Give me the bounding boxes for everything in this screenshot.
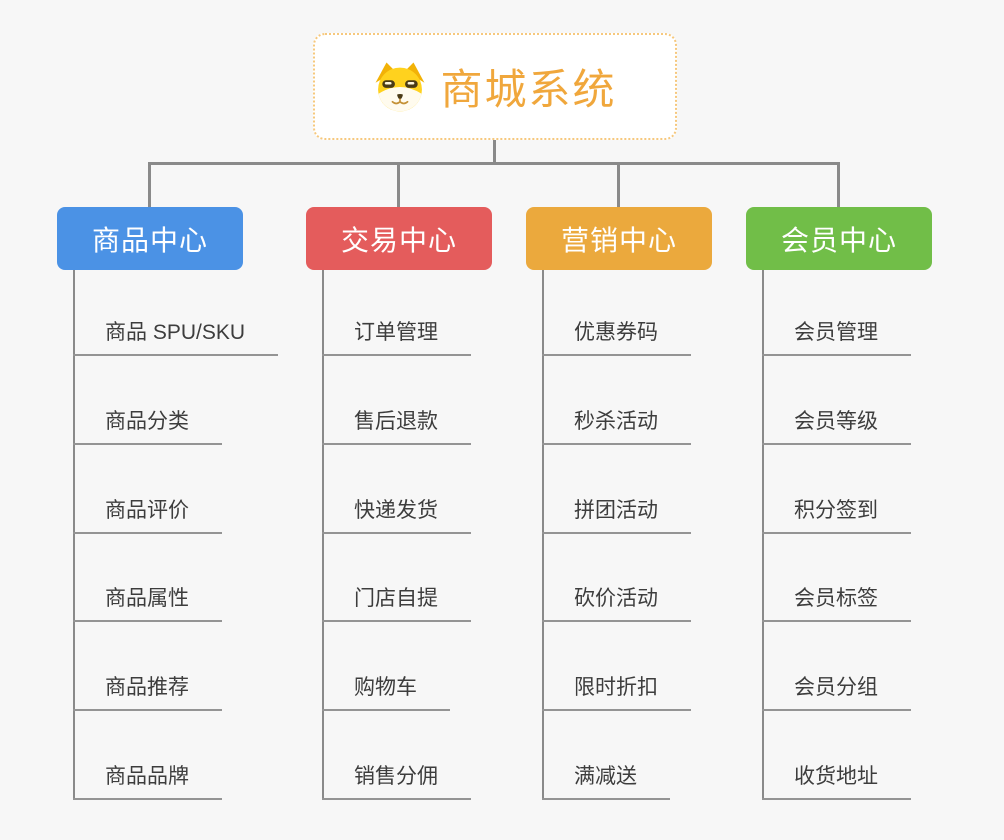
root-node[interactable]: 商城系统 <box>313 33 677 140</box>
child-node[interactable]: 商品分类 <box>73 407 222 445</box>
child-node[interactable]: 快递发货 <box>322 496 471 534</box>
connector-root-drop <box>493 140 496 164</box>
branch-connector-line <box>322 270 324 800</box>
child-node[interactable]: 秒杀活动 <box>542 407 691 445</box>
dog-face-icon <box>373 60 427 114</box>
branch-product-center: 商品中心 商品 SPU/SKU 商品分类商品评价商品属性商品推荐商品品牌 <box>57 207 307 840</box>
branch-header-label: 营销中心 <box>560 224 677 256</box>
child-node[interactable]: 会员标签 <box>762 584 911 623</box>
child-node[interactable]: 商品评价 <box>73 496 222 534</box>
child-node[interactable]: 商品推荐 <box>73 673 222 712</box>
child-node[interactable]: 收货地址 <box>762 762 911 800</box>
connector-drop-member <box>837 163 840 208</box>
branch-member-center: 会员中心 会员管理会员等级积分签到会员标签会员分组收货地址 <box>746 207 996 840</box>
child-node[interactable]: 优惠券码 <box>542 318 691 356</box>
branch-header[interactable]: 会员中心 <box>746 207 932 270</box>
connector-drop-product <box>148 163 151 208</box>
branch-header-label: 商品中心 <box>91 224 208 256</box>
child-node[interactable]: 商品 SPU/SKU <box>73 318 279 356</box>
child-node[interactable]: 商品品牌 <box>73 762 222 800</box>
branch-header-label: 交易中心 <box>340 224 457 256</box>
child-node[interactable]: 门店自提 <box>322 584 471 623</box>
branch-marketing-center: 营销中心 优惠券码秒杀活动拼团活动砍价活动限时折扣满减送 <box>526 207 776 840</box>
child-node[interactable]: 积分签到 <box>762 496 911 534</box>
branch-header[interactable]: 营销中心 <box>526 207 712 270</box>
child-node[interactable]: 会员管理 <box>762 318 911 356</box>
branch-trade-center: 交易中心 订单管理售后退款快递发货门店自提购物车销售分佣 <box>306 207 556 840</box>
branch-connector-line <box>542 270 544 800</box>
connector-bus <box>148 162 840 165</box>
connector-drop-marketing <box>617 163 620 208</box>
child-node[interactable]: 销售分佣 <box>322 762 471 800</box>
branch-connector-line <box>762 270 764 800</box>
child-node[interactable]: 售后退款 <box>322 407 471 445</box>
root-title: 商城系统 <box>440 66 617 113</box>
child-node[interactable]: 满减送 <box>542 762 670 800</box>
child-node[interactable]: 会员等级 <box>762 407 911 445</box>
child-node[interactable]: 商品属性 <box>73 584 222 623</box>
connector-drop-trade <box>397 163 400 208</box>
branch-header[interactable]: 商品中心 <box>57 207 243 270</box>
branch-connector-line <box>73 270 75 800</box>
branch-header-label: 会员中心 <box>780 224 897 256</box>
child-node[interactable]: 限时折扣 <box>542 673 691 712</box>
branch-header[interactable]: 交易中心 <box>306 207 492 270</box>
child-node[interactable]: 砍价活动 <box>542 584 691 623</box>
child-node[interactable]: 拼团活动 <box>542 496 691 534</box>
child-node[interactable]: 订单管理 <box>322 318 471 356</box>
child-node[interactable]: 会员分组 <box>762 673 911 712</box>
child-node[interactable]: 购物车 <box>322 673 450 712</box>
